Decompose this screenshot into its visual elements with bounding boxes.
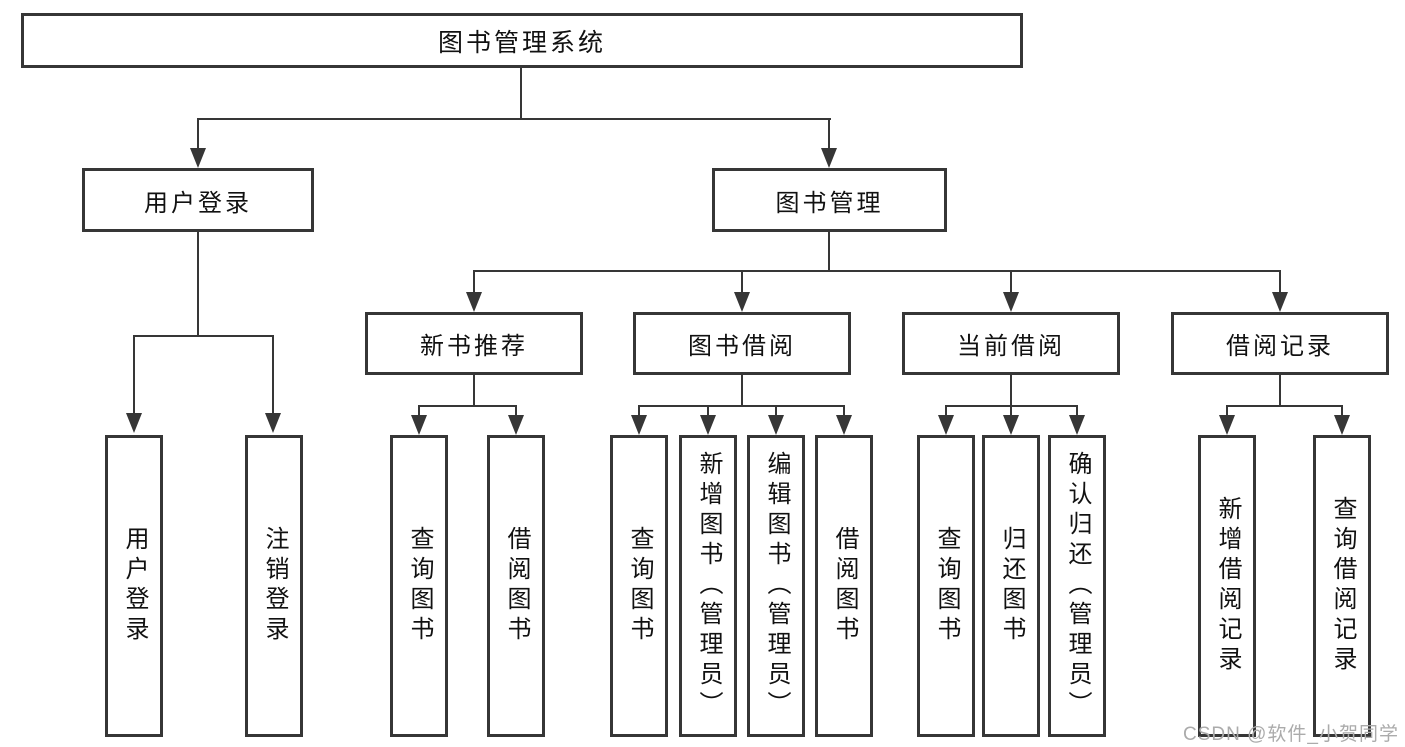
node-borrow-records: 借阅记录: [1171, 312, 1389, 375]
arrow-down-user-login: [197, 119, 199, 148]
connector-records-stub: [1279, 375, 1281, 406]
node-book-borrow: 图书借阅: [633, 312, 851, 375]
arrow-down-records-add: [1226, 406, 1228, 415]
arrow-down-user-login-leaf: [133, 336, 135, 413]
csdn-watermark: CSDN @软件_小贺同学: [1183, 724, 1399, 745]
node-leaf-logout: 注销登录: [245, 435, 303, 737]
connector-recommend-rail: [418, 405, 517, 407]
connector-root-rail: [197, 118, 831, 120]
node-leaf-add-books-admin: 新增图书（管理员）: [679, 435, 737, 737]
node-leaf-borrow-query-books: 查询图书: [610, 435, 668, 737]
arrow-down-recommend-query: [418, 406, 420, 415]
node-leaf-user-login: 用户登录: [105, 435, 163, 737]
arrow-down-current-return: [1010, 406, 1012, 415]
arrow-down-borrow-edit: [775, 406, 777, 415]
arrow-down-records-query: [1341, 406, 1343, 415]
arrow-down-new-book-recommend: [473, 271, 475, 292]
node-library-management-system: 图书管理系统: [21, 13, 1023, 68]
arrow-down-borrow-query: [638, 406, 640, 415]
node-leaf-query-borrow-record: 查询借阅记录: [1313, 435, 1371, 737]
connector-book-management-stub: [828, 232, 830, 271]
arrow-down-book-management: [828, 119, 830, 148]
connector-user-login-rail: [133, 335, 274, 337]
node-leaf-current-query-books: 查询图书: [917, 435, 975, 737]
arrow-down-current-query: [945, 406, 947, 415]
node-leaf-edit-books-admin: 编辑图书（管理员）: [747, 435, 805, 737]
connector-root-stub: [520, 68, 522, 119]
node-leaf-recommend-borrow-books: 借阅图书: [487, 435, 545, 737]
arrow-down-recommend-borrow: [515, 406, 517, 415]
connector-user-login-stub: [197, 232, 199, 337]
connector-book-management-rail: [473, 270, 1281, 272]
arrow-down-current-borrow: [1010, 271, 1012, 292]
connector-borrow-stub: [741, 375, 743, 406]
connector-current-stub: [1010, 375, 1012, 406]
arrow-down-borrow-borrow: [843, 406, 845, 415]
arrow-down-borrow-add: [707, 406, 709, 415]
node-new-book-recommend: 新书推荐: [365, 312, 583, 375]
node-user-login: 用户登录: [82, 168, 314, 232]
arrow-down-book-borrow: [741, 271, 743, 292]
arrow-down-logout-leaf: [272, 336, 274, 413]
node-leaf-return-books: 归还图书: [982, 435, 1040, 737]
node-leaf-borrow-borrow-books: 借阅图书: [815, 435, 873, 737]
node-current-borrow: 当前借阅: [902, 312, 1120, 375]
node-leaf-recommend-query-books: 查询图书: [390, 435, 448, 737]
arrow-down-borrow-records: [1279, 271, 1281, 292]
node-book-management: 图书管理: [712, 168, 947, 232]
node-leaf-confirm-return-admin: 确认归还（管理员）: [1048, 435, 1106, 737]
connector-recommend-stub: [473, 375, 475, 406]
node-leaf-add-borrow-record: 新增借阅记录: [1198, 435, 1256, 737]
connector-records-rail: [1226, 405, 1343, 407]
arrow-down-current-confirm: [1076, 406, 1078, 415]
connector-borrow-rail: [638, 405, 845, 407]
